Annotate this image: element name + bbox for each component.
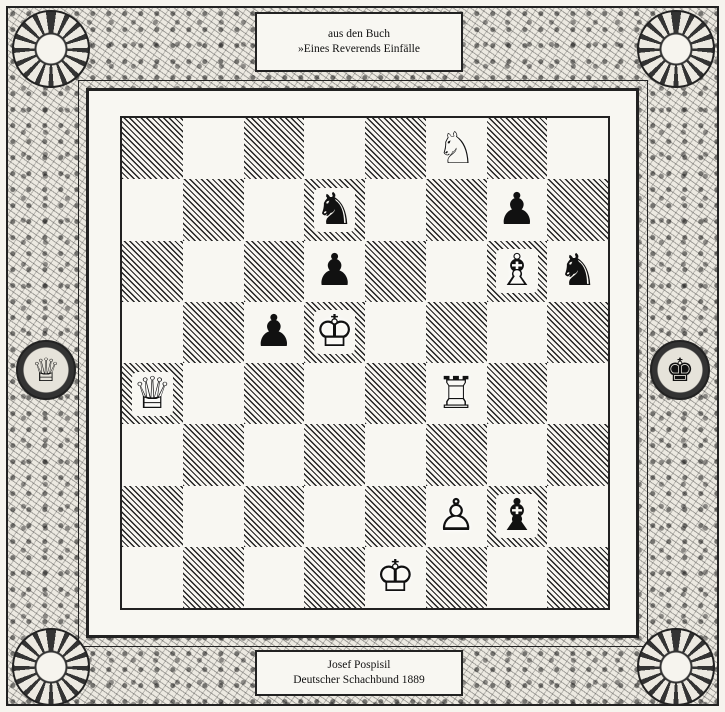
square-c3[interactable] [244, 424, 305, 485]
black-pawn-d6[interactable]: ♟ [315, 249, 354, 293]
square-e3[interactable] [365, 424, 426, 485]
white-knight-f8[interactable]: ♘ [436, 127, 475, 171]
queen-crown-medallion-icon: ♕ [16, 340, 76, 400]
square-a6[interactable] [122, 241, 183, 302]
square-d6[interactable]: ♟ [304, 241, 365, 302]
header-plaque: aus den Buch »Eines Reverends Einfälle [255, 12, 463, 72]
square-b8[interactable] [183, 118, 244, 179]
square-c6[interactable] [244, 241, 305, 302]
chessboard[interactable]: ♘ ♞ ♟ ♟ ♗ ♞ ♟ ♔ ♕ ♖ ♙ ♝ ♔ [122, 118, 608, 608]
square-g4[interactable] [487, 363, 548, 424]
square-d2[interactable] [304, 486, 365, 547]
square-b6[interactable] [183, 241, 244, 302]
square-c2[interactable] [244, 486, 305, 547]
white-pawn-f2[interactable]: ♙ [436, 494, 475, 538]
black-pawn-c5[interactable]: ♟ [254, 310, 293, 354]
square-b2[interactable] [183, 486, 244, 547]
corner-rosette-top-right [637, 10, 715, 88]
square-g5[interactable] [487, 302, 548, 363]
square-e2[interactable] [365, 486, 426, 547]
square-d1[interactable] [304, 547, 365, 608]
white-king-d5[interactable]: ♔ [314, 310, 355, 354]
square-h8[interactable] [547, 118, 608, 179]
square-b4[interactable] [183, 363, 244, 424]
white-bishop-g6[interactable]: ♗ [496, 249, 537, 293]
square-g3[interactable] [487, 424, 548, 485]
corner-rosette-top-left [12, 10, 90, 88]
square-b5[interactable] [183, 302, 244, 363]
square-e1[interactable]: ♔ [365, 547, 426, 608]
square-b1[interactable] [183, 547, 244, 608]
header-line-2: »Eines Reverends Einfälle [257, 42, 461, 57]
square-e4[interactable] [365, 363, 426, 424]
square-f3[interactable] [426, 424, 487, 485]
square-a5[interactable] [122, 302, 183, 363]
square-g2[interactable]: ♝ [487, 486, 548, 547]
footer-line-2: Deutscher Schachbund 1889 [257, 673, 461, 688]
square-d7[interactable]: ♞ [304, 179, 365, 240]
square-g6[interactable]: ♗ [487, 241, 548, 302]
corner-rosette-bottom-right [637, 628, 715, 706]
square-a1[interactable] [122, 547, 183, 608]
square-h3[interactable] [547, 424, 608, 485]
footer-plaque: Josef Pospisil Deutscher Schachbund 1889 [255, 650, 463, 696]
square-f1[interactable] [426, 547, 487, 608]
square-e6[interactable] [365, 241, 426, 302]
square-c1[interactable] [244, 547, 305, 608]
square-d3[interactable] [304, 424, 365, 485]
corner-rosette-bottom-left [12, 628, 90, 706]
square-h1[interactable] [547, 547, 608, 608]
square-h4[interactable] [547, 363, 608, 424]
square-a3[interactable] [122, 424, 183, 485]
square-h5[interactable] [547, 302, 608, 363]
footer-line-1: Josef Pospisil [257, 658, 461, 673]
square-h7[interactable] [547, 179, 608, 240]
white-king-e1[interactable]: ♔ [376, 555, 415, 599]
square-e8[interactable] [365, 118, 426, 179]
black-bishop-g2[interactable]: ♝ [496, 494, 537, 538]
square-b3[interactable] [183, 424, 244, 485]
square-d5[interactable]: ♔ [304, 302, 365, 363]
square-g7[interactable]: ♟ [487, 179, 548, 240]
square-b7[interactable] [183, 179, 244, 240]
square-d4[interactable] [304, 363, 365, 424]
square-f5[interactable] [426, 302, 487, 363]
square-h6[interactable]: ♞ [547, 241, 608, 302]
square-h2[interactable] [547, 486, 608, 547]
black-pawn-g7[interactable]: ♟ [497, 188, 536, 232]
black-knight-h6[interactable]: ♞ [558, 249, 597, 293]
square-c5[interactable]: ♟ [244, 302, 305, 363]
square-a8[interactable] [122, 118, 183, 179]
square-f2[interactable]: ♙ [426, 486, 487, 547]
square-g1[interactable] [487, 547, 548, 608]
king-crown-medallion-icon: ♚ [650, 340, 710, 400]
square-a2[interactable] [122, 486, 183, 547]
header-line-1: aus den Buch [257, 27, 461, 42]
square-f7[interactable] [426, 179, 487, 240]
square-f6[interactable] [426, 241, 487, 302]
square-c7[interactable] [244, 179, 305, 240]
square-c4[interactable] [244, 363, 305, 424]
white-queen-a4[interactable]: ♕ [132, 372, 173, 416]
white-rook-f4[interactable]: ♖ [436, 372, 475, 416]
square-g8[interactable] [487, 118, 548, 179]
square-a7[interactable] [122, 179, 183, 240]
square-f8[interactable]: ♘ [426, 118, 487, 179]
black-knight-d7[interactable]: ♞ [314, 188, 355, 232]
square-d8[interactable] [304, 118, 365, 179]
square-e5[interactable] [365, 302, 426, 363]
square-f4[interactable]: ♖ [426, 363, 487, 424]
square-a4[interactable]: ♕ [122, 363, 183, 424]
square-c8[interactable] [244, 118, 305, 179]
square-e7[interactable] [365, 179, 426, 240]
